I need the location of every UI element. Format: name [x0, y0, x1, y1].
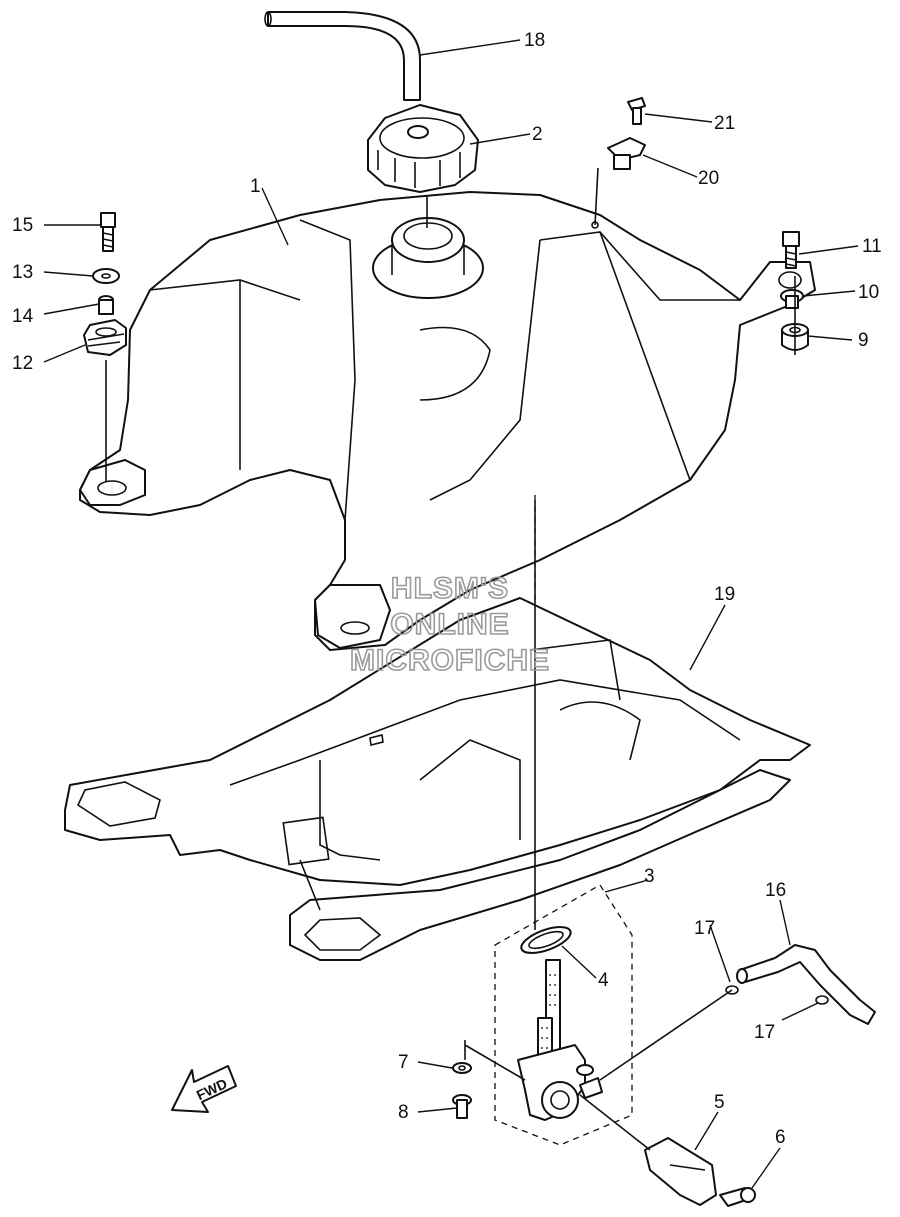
- hose-clip-upper: [725, 985, 739, 995]
- watermark-line-1: HLSM'S: [391, 572, 509, 605]
- collar-14: [98, 295, 114, 315]
- hose-clip-lower: [815, 995, 829, 1005]
- callout-19: 19: [714, 584, 735, 605]
- callout-10: 10: [858, 282, 879, 303]
- fuel-tank: [79, 191, 816, 651]
- fuel-cap: [367, 104, 479, 193]
- fuel-cock-assembly: [494, 884, 633, 1146]
- forward-arrow-icon: FWD: [171, 1065, 237, 1113]
- callout-3: 3: [644, 866, 655, 887]
- bolt-11: [782, 231, 800, 269]
- callout-13: 13: [12, 262, 33, 283]
- callout-8: 8: [398, 1102, 409, 1123]
- breather-hose: [264, 11, 421, 101]
- callout-5: 5: [714, 1092, 725, 1113]
- fuel-cock-lever: [644, 1137, 756, 1207]
- screw-8: [452, 1094, 472, 1119]
- callout-17-lower: 17: [754, 1022, 775, 1043]
- callout-labels: 1 2 3 4 5 6 7 8 9 10 11 12 13 14 15 16 1…: [12, 30, 882, 1148]
- watermark: HLSM'S ONLINE MICROFICHE: [349, 571, 550, 678]
- callout-12: 12: [12, 353, 33, 374]
- callout-18: 18: [524, 30, 545, 51]
- callout-1: 1: [250, 176, 261, 197]
- bolt-15: [100, 212, 116, 252]
- callout-6: 6: [775, 1127, 786, 1148]
- fuel-tank-guard: [64, 597, 811, 961]
- callout-16: 16: [765, 880, 786, 901]
- callout-9: 9: [858, 330, 869, 351]
- watermark-line-3: MICROFICHE: [350, 644, 550, 677]
- leader-lines: [43, 39, 859, 1189]
- callout-17-upper: 17: [694, 918, 715, 939]
- callout-2: 2: [532, 124, 543, 145]
- screw-21: [627, 97, 646, 125]
- callout-11: 11: [862, 236, 882, 257]
- washer-7: [452, 1062, 472, 1074]
- callout-20: 20: [698, 168, 719, 189]
- fuel-hose: [736, 944, 876, 1025]
- washer-13: [92, 268, 120, 284]
- callout-15: 15: [12, 215, 33, 236]
- collar-10: [780, 289, 804, 309]
- damper-12: [83, 319, 127, 356]
- callout-4: 4: [598, 970, 609, 991]
- callout-14: 14: [12, 306, 34, 327]
- callout-21: 21: [714, 113, 735, 134]
- callout-7: 7: [398, 1052, 409, 1073]
- collar-20: [607, 137, 646, 170]
- watermark-line-2: ONLINE: [390, 608, 509, 641]
